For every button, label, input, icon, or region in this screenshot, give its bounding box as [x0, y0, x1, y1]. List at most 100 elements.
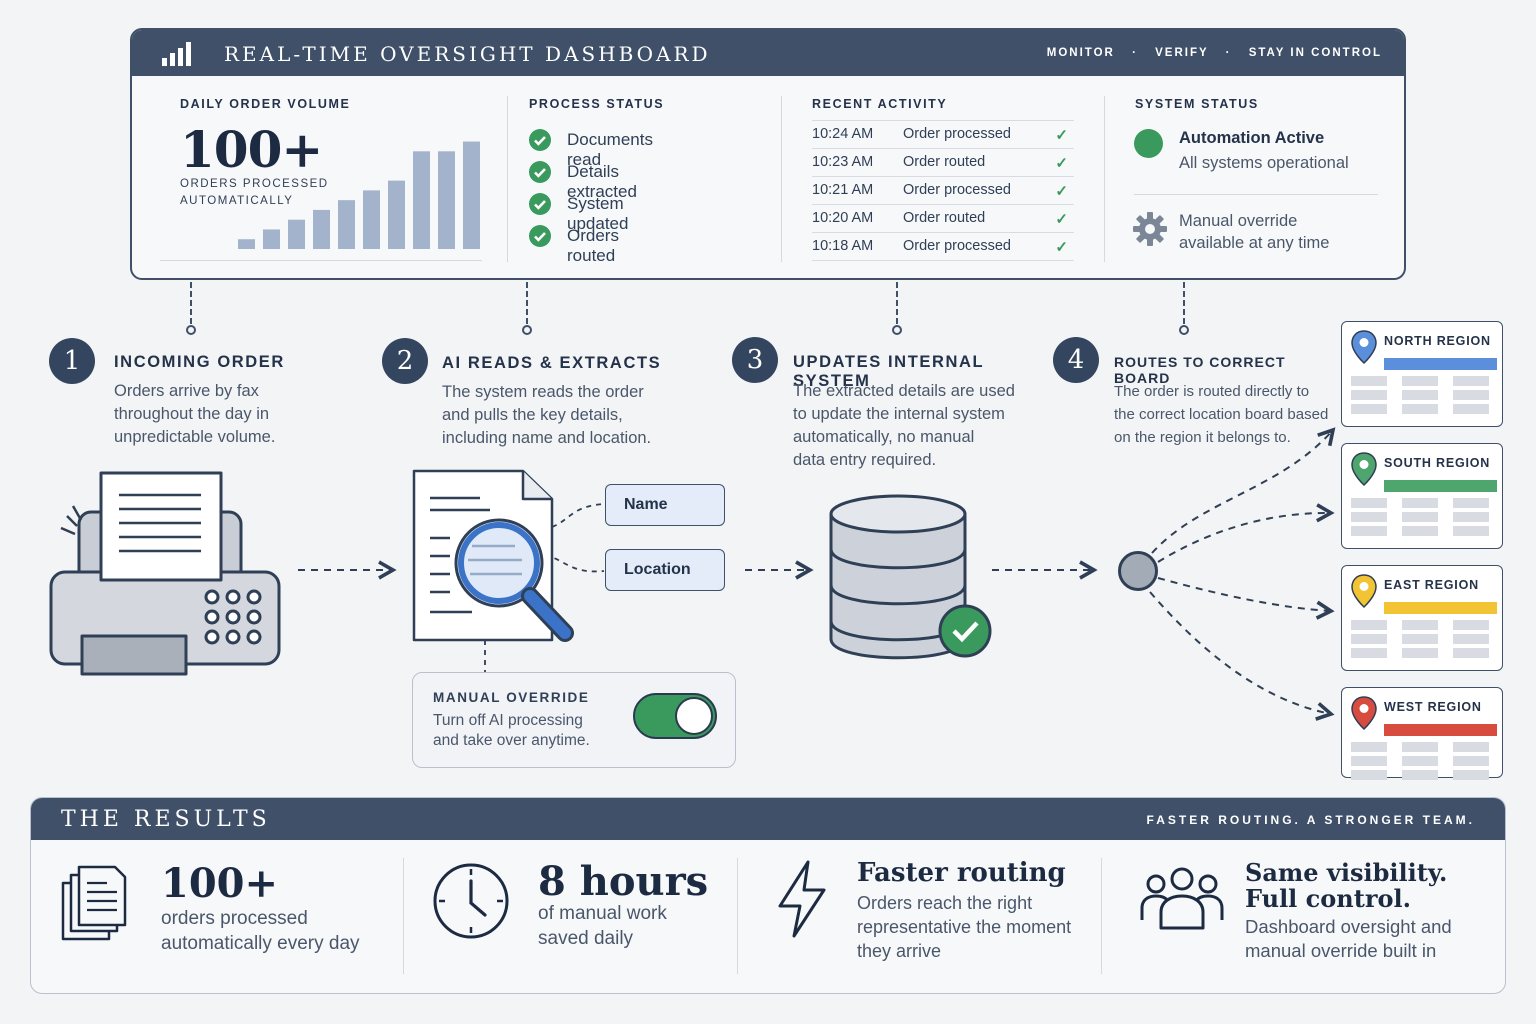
result-visibility-value: Same visibility. Full control. [1245, 860, 1447, 912]
result-desc-line: Dashboard oversight and [1245, 916, 1452, 937]
extracted-location-field: Location [605, 549, 725, 591]
dashboard-tagline: MONITOR · VERIFY · STAY IN CONTROL [1047, 47, 1382, 59]
region-table-cell [1453, 390, 1489, 400]
region-table-cell [1453, 376, 1489, 386]
result-orders-value: 100+ [161, 860, 279, 907]
override-availability: Manual override available at any time [1179, 210, 1329, 254]
region-name: NORTH REGION [1384, 334, 1491, 348]
volume-bar [288, 219, 305, 249]
arrow-to-south [1157, 503, 1335, 563]
region-card-south[interactable]: SOUTH REGION [1341, 443, 1503, 549]
region-table-cell [1351, 512, 1387, 522]
region-table-cell [1351, 620, 1387, 630]
region-table-cell [1453, 648, 1489, 658]
database-icon [829, 494, 992, 660]
override-availability-line1: Manual override [1179, 212, 1298, 230]
team-icon [1140, 867, 1224, 930]
divider [781, 96, 782, 262]
region-color-bar [1384, 724, 1497, 736]
process-status-label: System updated [567, 194, 629, 233]
divider [1101, 858, 1102, 974]
region-table-cell [1453, 742, 1489, 752]
region-table-cell [1453, 756, 1489, 766]
check-icon: ✓ [1055, 211, 1068, 228]
system-state-detail: All systems operational [1179, 154, 1349, 172]
connector-dot [522, 325, 532, 335]
results-panel: THE RESULTS FASTER ROUTING. A STRONGER T… [30, 797, 1506, 994]
region-color-bar [1384, 602, 1497, 614]
result-orders-desc: orders processed automatically every day [161, 906, 360, 956]
activity-row: 10:20 AM Order routed ✓ [812, 205, 1074, 233]
result-desc-line: saved daily [538, 928, 634, 949]
tagline-separator: · [1225, 47, 1232, 59]
region-card-west[interactable]: WEST REGION [1341, 687, 1503, 780]
region-table-cell [1351, 648, 1387, 658]
region-table-cell [1351, 376, 1387, 386]
dashboard-title: REAL-TIME OVERSIGHT DASHBOARD [224, 42, 711, 66]
region-table-cell [1351, 498, 1387, 508]
region-table-cell [1351, 634, 1387, 644]
connector-line [526, 282, 528, 324]
step-title: UPDATES INTERNAL SYSTEM [793, 353, 984, 390]
region-card-east[interactable]: EAST REGION [1341, 565, 1503, 671]
activity-row: 10:21 AM Order processed ✓ [812, 177, 1074, 205]
checkmark-circle-icon [529, 129, 551, 151]
override-title: MANUAL OVERRIDE [433, 690, 590, 705]
result-desc-line: manual override built in [1245, 940, 1437, 961]
documents-stack-icon [61, 865, 127, 941]
step-number: 4 [1053, 337, 1099, 383]
region-table-cell [1453, 620, 1489, 630]
activity-time: 10:20 AM [812, 210, 874, 226]
checkmark-circle-icon [529, 193, 551, 215]
result-headline-line: Same visibility. [1245, 858, 1448, 887]
results-tagline: FASTER ROUTING. A STRONGER TEAM. [1146, 813, 1475, 827]
result-routing-desc: Orders reach the right representative th… [857, 891, 1071, 963]
ai-processing-toggle[interactable] [633, 693, 717, 739]
check-icon: ✓ [1055, 239, 1068, 256]
check-icon: ✓ [1055, 183, 1068, 200]
volume-caption-line1: ORDERS PROCESSED [180, 178, 329, 190]
region-card-north[interactable]: NORTH REGION [1341, 321, 1503, 427]
region-table-cell [1351, 742, 1387, 752]
step-desc-line: to update the internal system [793, 405, 1005, 423]
region-table-cell [1402, 404, 1438, 414]
results-header: THE RESULTS FASTER ROUTING. A STRONGER T… [31, 798, 1505, 840]
volume-heading: DAILY ORDER VOLUME [180, 97, 351, 111]
tagline-monitor: MONITOR [1046, 47, 1115, 59]
dashboard-header: REAL-TIME OVERSIGHT DASHBOARD MONITOR · … [132, 30, 1404, 76]
volume-caption: ORDERS PROCESSED AUTOMATICALLY [180, 176, 350, 210]
step-4: 4 ROUTES TO CORRECT BOARD The order is r… [1053, 337, 1328, 446]
map-pin-icon [1351, 574, 1377, 608]
region-table-cell [1351, 404, 1387, 414]
system-state: Automation Active [1179, 129, 1325, 147]
process-status-label: Details extracted [567, 162, 637, 201]
region-table-cell [1351, 756, 1387, 766]
result-desc-line: Orders reach the right [857, 893, 1033, 913]
result-hours-desc: of manual work saved daily [538, 901, 667, 951]
region-table-cell [1402, 620, 1438, 630]
connector-dot [186, 325, 196, 335]
region-table-cell [1453, 512, 1489, 522]
divider [507, 96, 508, 262]
document-search-icon [412, 469, 574, 642]
recent-activity-heading: RECENT ACTIVITY [812, 97, 948, 111]
step-number: 2 [382, 338, 428, 384]
region-table-cell [1453, 404, 1489, 414]
connector-line [1183, 282, 1185, 324]
step-number: 1 [49, 338, 95, 384]
step-desc-line: The order is routed directly to [1114, 383, 1310, 400]
region-color-bar [1384, 358, 1497, 370]
system-status-heading: SYSTEM STATUS [1135, 97, 1259, 111]
region-table-cell [1402, 648, 1438, 658]
activity-event: Order routed [903, 210, 986, 226]
connector-dot [1179, 325, 1189, 335]
volume-bar [413, 151, 430, 249]
step-3: 3 UPDATES INTERNAL SYSTEM The extracted … [732, 337, 1015, 469]
connector-dot [892, 325, 902, 335]
step-title: INCOMING ORDER [114, 353, 285, 371]
region-table-cell [1402, 498, 1438, 508]
step-desc-line: the correct location board based [1114, 406, 1329, 423]
result-hours-value: 8 hours [538, 858, 709, 905]
chart-baseline [160, 260, 482, 261]
